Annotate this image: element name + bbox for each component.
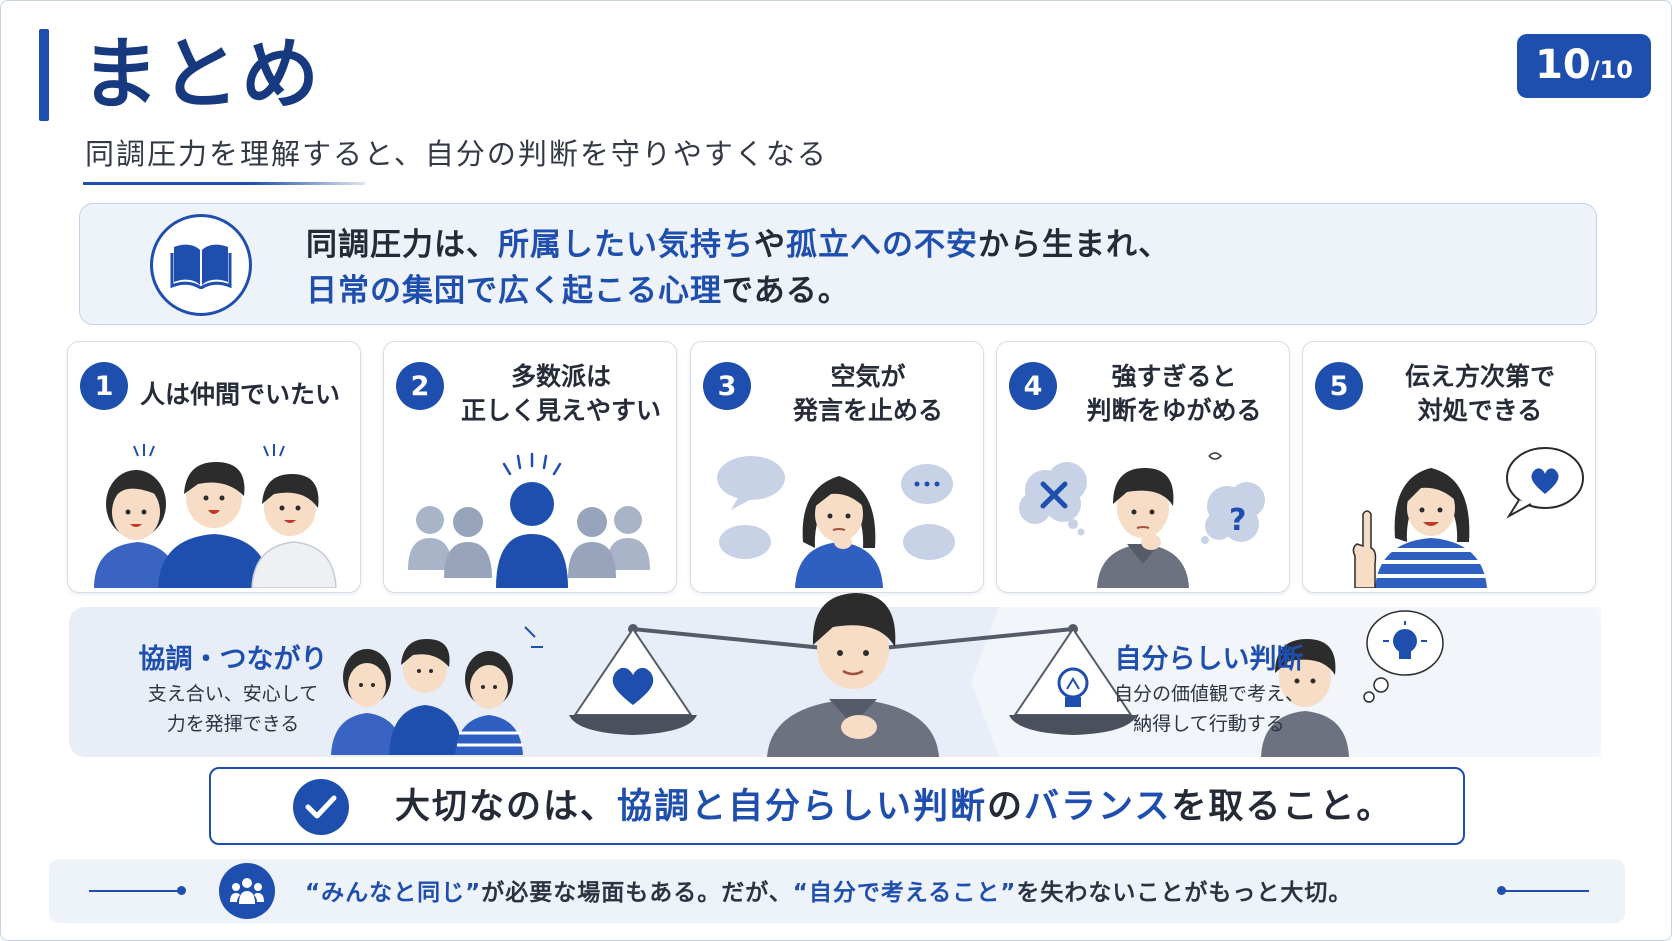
page-subtitle: 同調圧力を理解すると、自分の判断を守りやすくなる <box>85 137 828 171</box>
footer-segment: “自分で考えること” <box>792 880 1017 906</box>
summary-panel: 同調圧力は、所属したい気持ちや孤立への不安から生まれ、 日常の集団で広く起こる心… <box>79 203 1597 325</box>
summary-segment: から生まれ、 <box>978 227 1171 263</box>
scale <box>569 624 1137 735</box>
summary-segment: 日常の集団で広く起こる心理 <box>306 273 722 309</box>
woman-heart-bubble-illustration <box>1352 447 1584 588</box>
card-title: 多数派は正しく見えやすい <box>454 360 668 428</box>
footer-message: “みんなと同じ”が必要な場面もある。だが、“自分で考えること”を失わないことがも… <box>305 873 1352 907</box>
page-title: まとめ <box>81 30 322 120</box>
footer-line-right <box>1503 890 1589 892</box>
key-message-segment: の <box>987 787 1025 827</box>
svg-text:?: ? <box>1229 503 1246 538</box>
summary-line-1: 同調圧力は、所属したい気持ちや孤立への不安から生まれ、 <box>306 222 1170 268</box>
point-card-4: 4 強すぎると判断をゆがめる ? <box>996 341 1290 593</box>
footer-dot-left <box>177 886 186 895</box>
point-card-3: 3 空気が発言を止める <box>690 341 984 593</box>
page-current: 10 <box>1535 42 1591 88</box>
card-number: 2 <box>396 362 444 410</box>
balance-text-line: 自分の価値観で考え、 <box>1113 683 1304 705</box>
card-title-line: 発言を止める <box>792 396 943 425</box>
card-number: 1 <box>80 362 128 410</box>
summary-segment: 同調圧力は、 <box>306 227 498 263</box>
card-title: 空気が発言を止める <box>761 360 975 428</box>
footer-line-left <box>89 890 179 892</box>
card-title-line: 多数派は <box>510 362 611 391</box>
summary-segment: である。 <box>722 273 850 309</box>
summary-segment: 所属したい気持ち <box>498 227 754 263</box>
footer-segment: が必要な場面もある。だが、 <box>481 880 793 906</box>
check-icon <box>293 779 349 835</box>
heart-icon <box>612 667 654 705</box>
card-title-line: 伝え方次第で <box>1404 362 1555 391</box>
point-card-1: 1 人は仲間でいたい <box>67 341 361 593</box>
card-title: 人は仲間でいたい <box>140 380 341 409</box>
card-title: 強すぎると判断をゆがめる <box>1067 360 1281 428</box>
balance-right-title: 自分らしい判断 <box>1114 644 1304 675</box>
summary-segment: 孤立への不安 <box>786 227 978 263</box>
footer-segment: を失わないことがもっと大切。 <box>1016 880 1353 906</box>
summary-segment: や <box>754 227 786 263</box>
page-total: /10 <box>1590 56 1633 84</box>
page-number-badge: 10 /10 <box>1517 34 1651 98</box>
card-title-line: 判断をゆがめる <box>1086 396 1262 425</box>
card-title: 伝え方次第で対処できる <box>1373 360 1587 428</box>
open-book-icon <box>150 214 252 316</box>
balance-left-title: 協調・つながり <box>138 644 328 675</box>
balance-left-text: 支え合い、安心して力を発揮できる <box>123 679 343 739</box>
balance-scale-illustration <box>331 593 1601 757</box>
footer-segment: “みんなと同じ” <box>305 880 482 906</box>
point-card-2: 2 多数派は正しく見えやすい <box>383 341 677 593</box>
balance-right-text: 自分の価値観で考え、納得して行動する <box>1079 679 1339 739</box>
footer-dot-right <box>1497 886 1506 895</box>
friends-group-illustration <box>94 444 337 588</box>
summary-text: 同調圧力は、所属したい気持ちや孤立への不安から生まれ、 日常の集団で広く起こる心… <box>306 222 1170 314</box>
footer-panel: “みんなと同じ”が必要な場面もある。だが、“自分で考えること”を失わないことがも… <box>49 859 1625 923</box>
key-message-segment: を取ること。 <box>1171 787 1394 827</box>
card-number: 4 <box>1009 362 1057 410</box>
title-accent-bar <box>39 29 49 121</box>
key-message-text: 大切なのは、協調と自分らしい判断のバランスを取ること。 <box>395 781 1393 833</box>
card-number: 5 <box>1315 362 1363 410</box>
center-boy <box>767 593 939 757</box>
key-message-segment: 協調と自分らしい判断 <box>617 787 988 827</box>
friends-group-small <box>331 626 543 755</box>
subtitle-underline <box>83 182 365 185</box>
card-title-line: 対処できる <box>1417 396 1543 425</box>
balance-panel: 協調・つながり 支え合い、安心して力を発揮できる 自分らしい判断 自分の価値観で… <box>69 593 1601 757</box>
balance-text-line: 支え合い、安心して <box>147 683 319 705</box>
confused-boy-illustration: ? <box>1019 452 1265 588</box>
majority-crowd-illustration <box>408 452 650 588</box>
thinking-boy <box>1261 610 1444 757</box>
card-title-line: 正しく見えやすい <box>460 396 661 425</box>
people-group-icon <box>219 863 275 919</box>
card-number: 3 <box>703 362 751 410</box>
key-message-segment: 大切なのは、 <box>395 787 618 827</box>
silent-woman-speech-bubbles-illustration <box>717 456 955 588</box>
card-title-line: 空気が <box>830 362 906 391</box>
summary-line-2: 日常の集団で広く起こる心理である。 <box>306 268 1170 314</box>
key-message-segment: バランス <box>1024 787 1172 827</box>
lightbulb-icon <box>1057 667 1089 707</box>
key-message-box: 大切なのは、協調と自分らしい判断のバランスを取ること。 <box>209 767 1465 845</box>
point-card-5: 5 伝え方次第で対処できる <box>1302 341 1596 593</box>
balance-text-line: 力を発揮できる <box>166 713 300 735</box>
card-title-line: 強すぎると <box>1111 362 1237 391</box>
balance-text-line: 納得して行動する <box>1133 713 1285 735</box>
